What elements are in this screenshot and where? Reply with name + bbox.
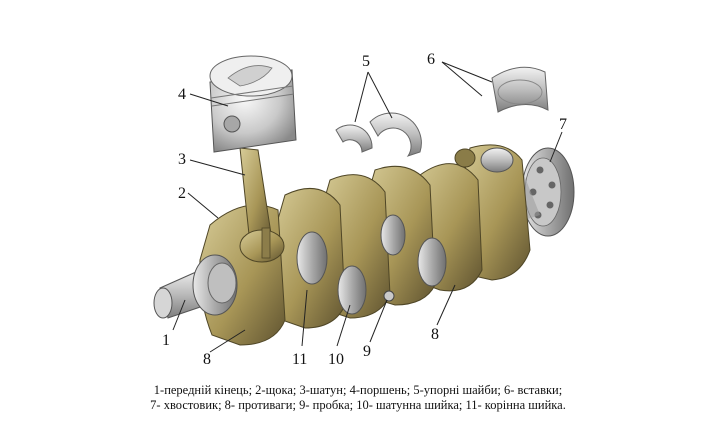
connecting-rod (239, 147, 285, 263)
callout-8-front: 8 (203, 351, 211, 368)
piston (209, 55, 297, 153)
figure-caption: 1-передній кінець; 2-щока; 3-шатун; 4-по… (0, 383, 716, 413)
thrust-washers (335, 112, 422, 157)
callout-5: 5 (362, 53, 370, 70)
callout-7: 7 (559, 116, 567, 133)
callout-6: 6 (427, 51, 435, 68)
callout-8-rear: 8 (431, 326, 439, 343)
caption-line-1: 1-передній кінець; 2-щока; 3-шатун; 4-по… (153, 383, 563, 397)
callout-1: 1 (162, 332, 170, 349)
callout-11: 11 (292, 351, 307, 368)
callout-2: 2 (178, 185, 186, 202)
callout-4: 4 (178, 86, 186, 103)
leader-lines (172, 61, 563, 353)
bearing-inserts (491, 66, 549, 113)
front-end (153, 254, 238, 319)
caption-line-2: 7- хвостовик; 8- противаги; 9- пробка; 1… (150, 398, 566, 412)
callout-10: 10 (328, 351, 344, 368)
callout-3: 3 (178, 151, 186, 168)
callout-9: 9 (363, 343, 371, 360)
